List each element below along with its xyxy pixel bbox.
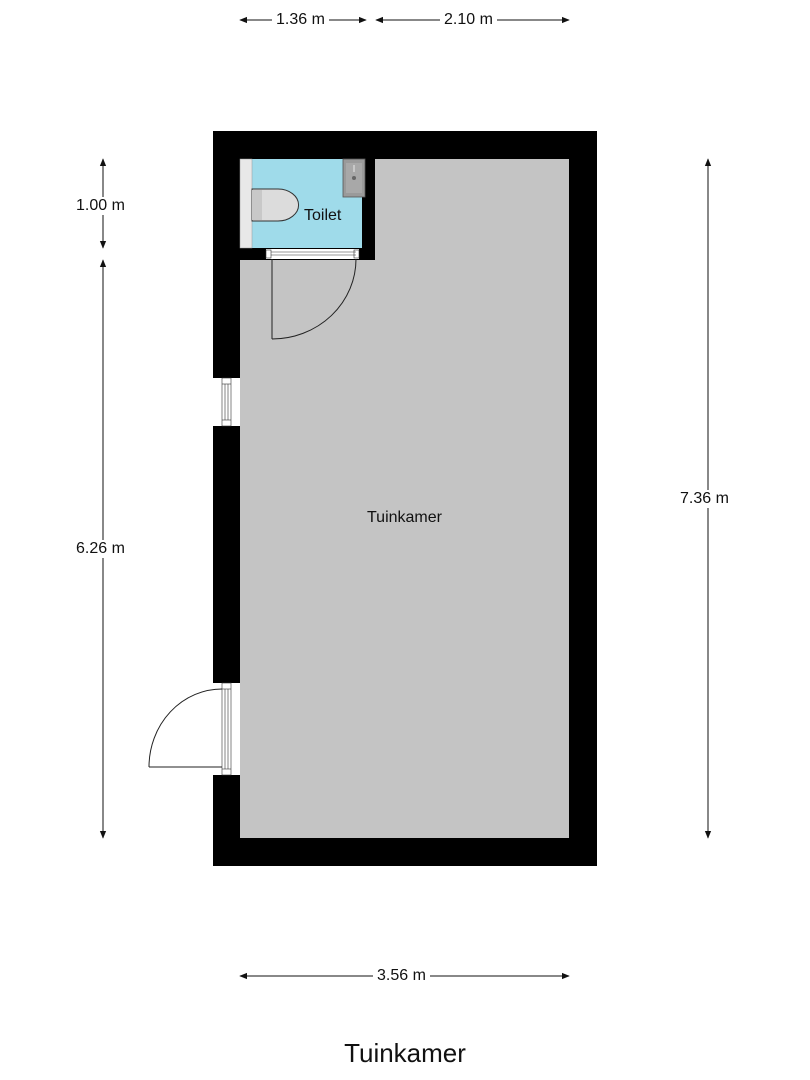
dim-left-lower: 6.26 m [72,540,129,558]
room-label-toilet: Toilet [304,207,342,224]
entrance-door [148,682,240,776]
room-tuinkamer [240,159,569,838]
toilet-cistern [239,158,253,249]
dim-left-upper: 1.00 m [72,197,129,215]
room-label-tuinkamer: Tuinkamer [367,509,442,526]
dim-right: 7.36 m [676,490,733,508]
dim-top-right: 2.10 m [440,11,497,29]
window [213,377,240,427]
toilet-bowl-icon [251,188,300,222]
dim-bottom: 3.56 m [373,967,430,985]
sink-icon [342,158,366,198]
dim-top-left: 1.36 m [272,11,329,29]
toilet-door [265,249,360,340]
plan-title: Tuinkamer [344,1038,466,1068]
